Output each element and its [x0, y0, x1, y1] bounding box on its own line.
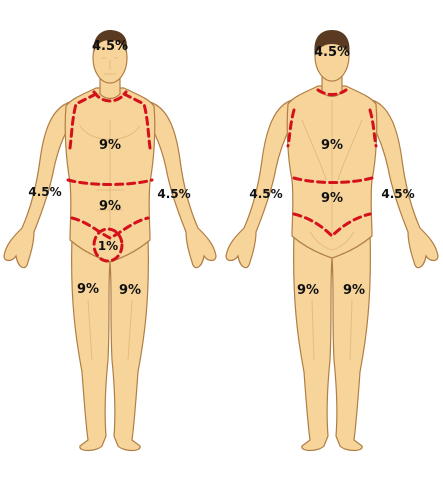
front-chest-label: 9%: [99, 138, 121, 153]
front-right-leg-label: 9%: [119, 283, 141, 298]
back-left-arm-label: 4.5%: [249, 187, 282, 201]
front-genital-divider: [92, 227, 124, 263]
front-labels: 4.5% 9% 4.5% 4.5% 9% 1% 9% 9%: [28, 39, 190, 298]
back-right-arm-label: 4.5%: [381, 187, 414, 201]
front-genitals-label: 1%: [98, 239, 118, 253]
front-body: [3, 32, 217, 452]
back-right-leg-shape: [331, 230, 371, 452]
back-right-leg-label: 9%: [343, 283, 365, 298]
front-chest-divider-left: [68, 92, 98, 150]
back-neck-divider: [316, 88, 348, 96]
front-groin-divider: [70, 216, 150, 240]
back-right-arm-shape: [371, 99, 439, 269]
front-right-arm-label: 4.5%: [157, 187, 190, 201]
back-shading: [301, 100, 363, 361]
front-hair: [93, 30, 127, 52]
back-left-arm-shape: [225, 99, 293, 269]
back-left-leg-shape: [293, 230, 333, 452]
back-left-leg-label: 9%: [297, 283, 319, 298]
region-dividers: [66, 88, 378, 263]
front-abdomen-label: 9%: [99, 199, 121, 214]
back-lower-label: 9%: [321, 191, 343, 206]
front-right-arm-shape: [149, 101, 217, 269]
back-hair: [314, 30, 350, 56]
back-figure: [225, 30, 439, 452]
front-left-arm-label: 4.5%: [28, 185, 61, 199]
back-head-label: 4.5%: [314, 45, 350, 60]
front-left-leg-label: 9%: [77, 282, 99, 297]
back-hip-divider: [292, 212, 372, 239]
back-labels: 4.5% 9% 4.5% 4.5% 9% 9% 9%: [249, 45, 414, 298]
front-chest-divider-right: [122, 92, 152, 150]
back-waist-divider: [292, 176, 374, 184]
front-waist-divider: [66, 178, 154, 186]
back-upper-label: 9%: [321, 138, 343, 153]
front-left-arm-shape: [3, 101, 71, 269]
back-shoulder-divider-right: [368, 108, 378, 148]
front-figure: [3, 30, 217, 452]
back-shoulder-divider-left: [286, 108, 296, 148]
front-head-label: 4.5%: [92, 39, 128, 54]
